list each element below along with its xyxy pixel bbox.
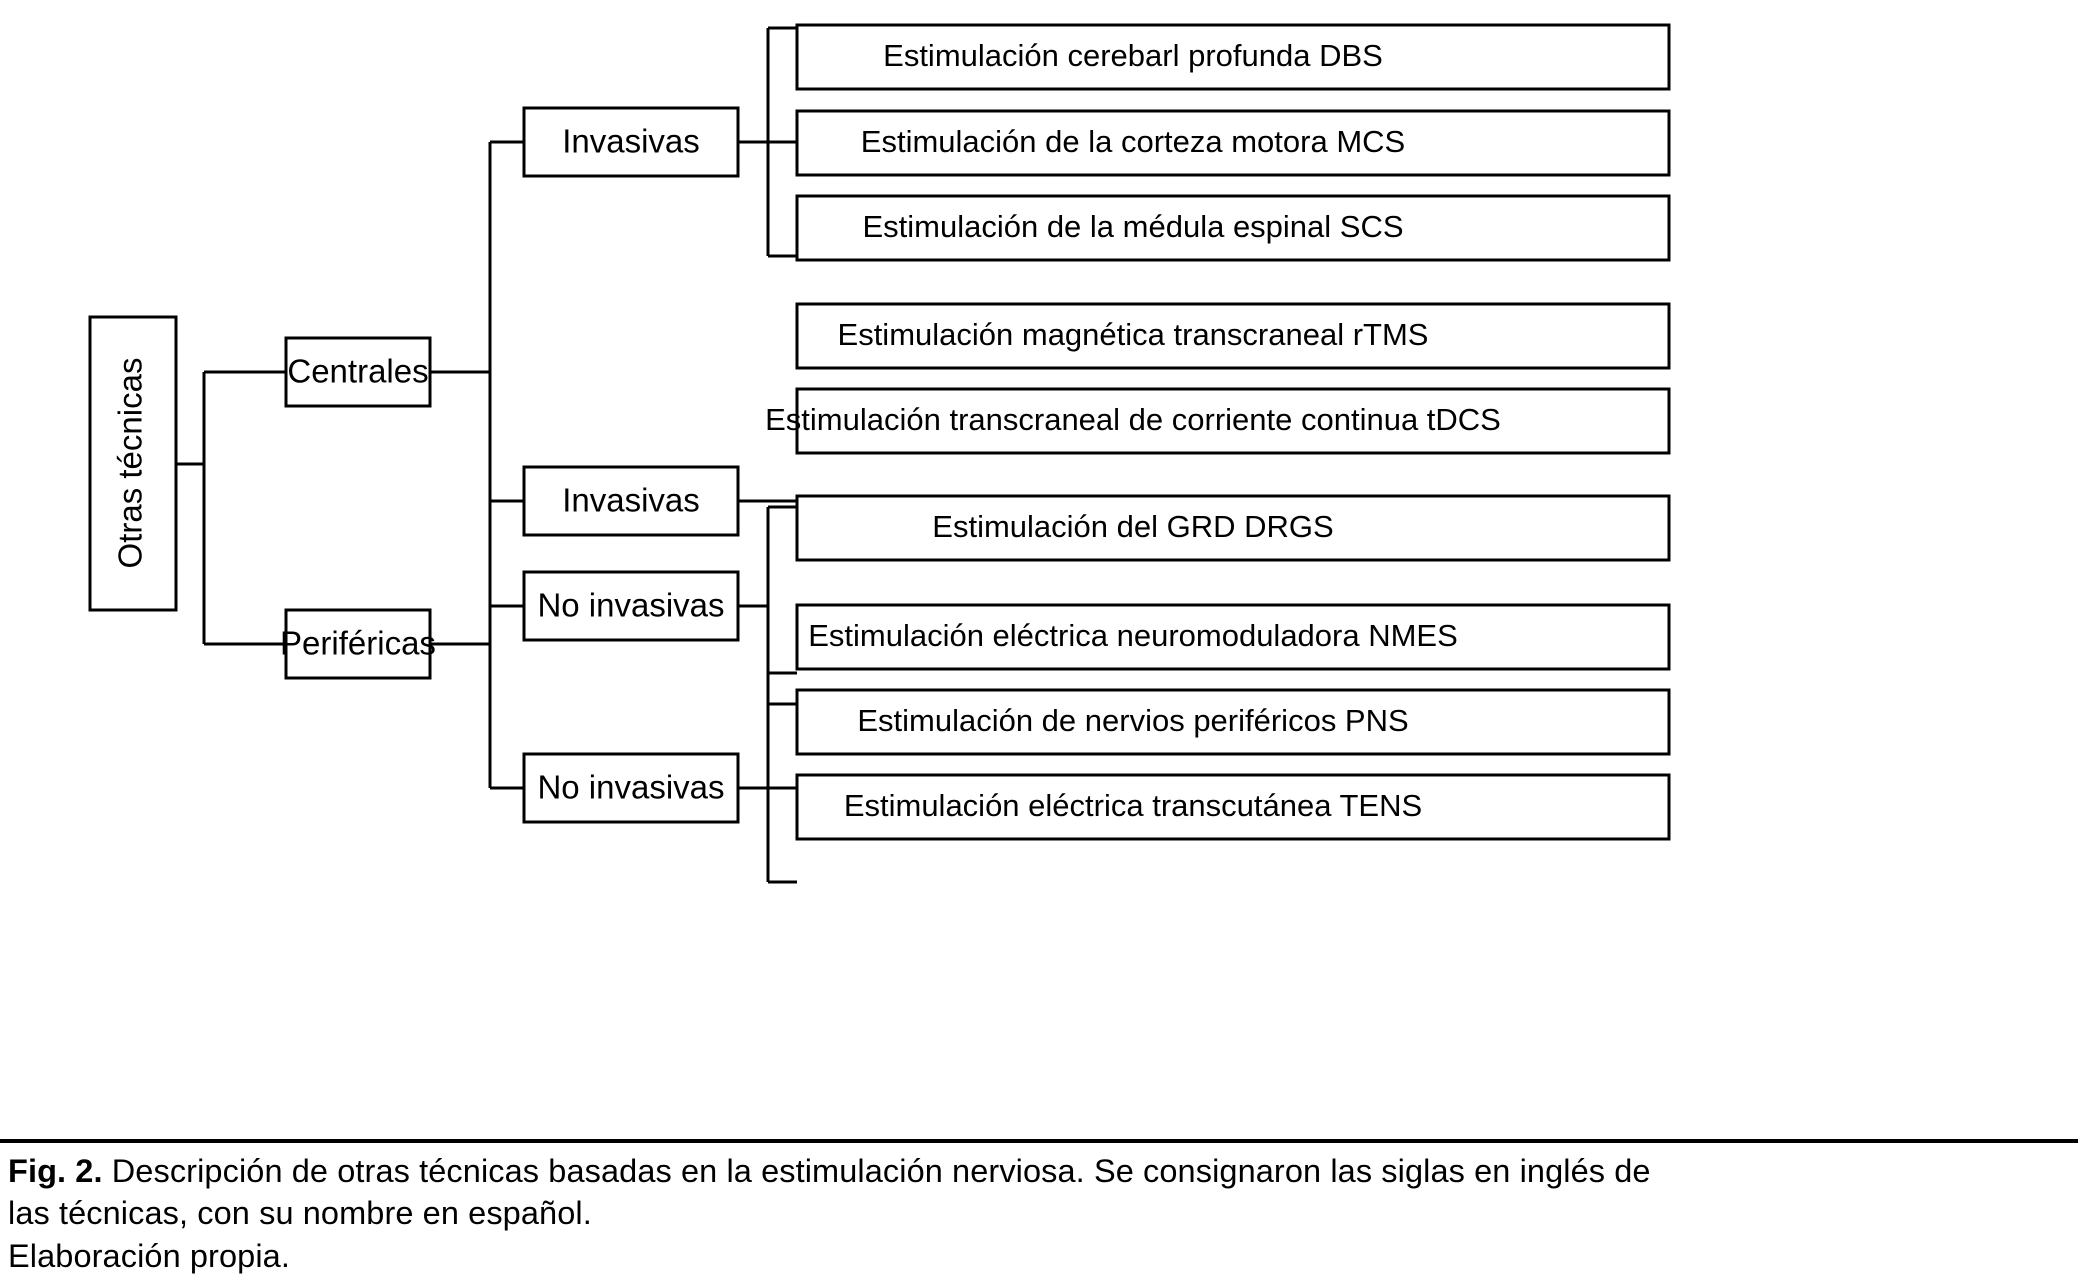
node-perifericas[interactable]: Periféricas [280, 608, 436, 680]
leaf-drgs-label: Estimulación del GRD DRGS [932, 509, 1333, 544]
caption-divider [0, 1139, 2078, 1143]
connector-group-perifericas-noinvasivas [738, 671, 797, 884]
leaf-pns-label: Estimulación de nervios periféricos PNS [857, 703, 1408, 738]
node-perifericas-label: Periféricas [280, 625, 436, 662]
leaf-rtms-label: Estimulación magnética transcraneal rTMS [838, 317, 1429, 352]
leaf-tens[interactable]: Estimulación eléctrica transcutánea TENS [795, 773, 1671, 841]
node-perifericas-noinvasivas-label: No invasivas [537, 769, 724, 806]
node-centrales-rect [284, 336, 432, 408]
leaf-mcs[interactable]: Estimulación de la corteza motora MCS [795, 109, 1671, 177]
caption-line-3: Elaboración propia. [8, 1237, 290, 1274]
leaf-tdcs-rect [795, 387, 1671, 455]
node-centrales-noinvasivas-rect [522, 570, 740, 642]
leaf-nmes[interactable]: Estimulación eléctrica neuromoduladora N… [795, 603, 1671, 671]
leaf-scs-rect [795, 194, 1671, 262]
tree-diagram: Otras técnicas Centrales Periféricas Inv… [88, 23, 1671, 884]
leaf-pns-rect [795, 688, 1671, 756]
node-centrales-noinvasivas[interactable]: No invasivas [522, 570, 740, 642]
node-centrales[interactable]: Centrales [284, 336, 432, 408]
connector-group-centrales-invasivas [738, 26, 797, 258]
node-perifericas-rect [284, 608, 432, 680]
leaf-mcs-rect [795, 109, 1671, 177]
leaf-pns[interactable]: Estimulación de nervios periféricos PNS [795, 688, 1671, 756]
node-perifericas-invasivas-rect [522, 465, 740, 537]
leaf-rtms-rect [795, 302, 1671, 370]
leaf-nmes-rect [795, 603, 1671, 671]
connector-group-perifericas [430, 499, 524, 790]
leaf-tdcs-label: Estimulación transcraneal de corriente c… [765, 402, 1501, 437]
figure-caption: Fig. 2. Descripción de otras técnicas ba… [8, 1150, 2070, 1277]
leaf-scs[interactable]: Estimulación de la médula espinal SCS [795, 194, 1671, 262]
leaf-tens-label: Estimulación eléctrica transcutánea TENS [844, 788, 1422, 823]
leaf-dbs-label: Estimulación cerebarl profunda DBS [883, 38, 1383, 73]
node-centrales-label: Centrales [287, 353, 428, 390]
leaf-mcs-label: Estimulación de la corteza motora MCS [861, 124, 1405, 159]
leaf-scs-label: Estimulación de la médula espinal SCS [862, 209, 1403, 244]
node-perifericas-noinvasivas[interactable]: No invasivas [522, 752, 740, 824]
connector-group-centrales [430, 140, 524, 608]
caption-line-2: las técnicas, con su nombre en español. [8, 1195, 592, 1232]
leaf-tens-rect [795, 773, 1671, 841]
leaf-drgs-rect [795, 494, 1671, 562]
leaf-nmes-label: Estimulación eléctrica neuromoduladora N… [808, 618, 1458, 653]
leaf-drgs[interactable]: Estimulación del GRD DRGS [795, 494, 1671, 562]
caption-line-1: Descripción de otras técnicas basadas en… [102, 1153, 1651, 1189]
node-perifericas-invasivas-label: Invasivas [562, 482, 700, 519]
node-perifericas-invasivas[interactable]: Invasivas [522, 465, 740, 537]
leaf-dbs-rect [795, 23, 1671, 91]
node-root-label: Otras técnicas [112, 358, 149, 569]
node-root[interactable]: Otras técnicas [88, 315, 178, 612]
node-centrales-invasivas[interactable]: Invasivas [522, 106, 740, 178]
connector-group-centrales-noinvasivas [738, 505, 797, 706]
node-centrales-invasivas-rect [522, 106, 740, 178]
node-centrales-noinvasivas-label: No invasivas [537, 587, 724, 624]
connector-group-root [176, 370, 286, 646]
leaf-tdcs[interactable]: Estimulación transcraneal de corriente c… [765, 387, 1671, 455]
figure-number: Fig. 2. [8, 1153, 103, 1189]
leaf-dbs[interactable]: Estimulación cerebarl profunda DBS [795, 23, 1671, 91]
node-centrales-invasivas-label: Invasivas [562, 123, 700, 160]
leaf-rtms[interactable]: Estimulación magnética transcraneal rTMS [795, 302, 1671, 370]
node-perifericas-noinvasivas-rect [522, 752, 740, 824]
node-root-rect [88, 315, 178, 612]
